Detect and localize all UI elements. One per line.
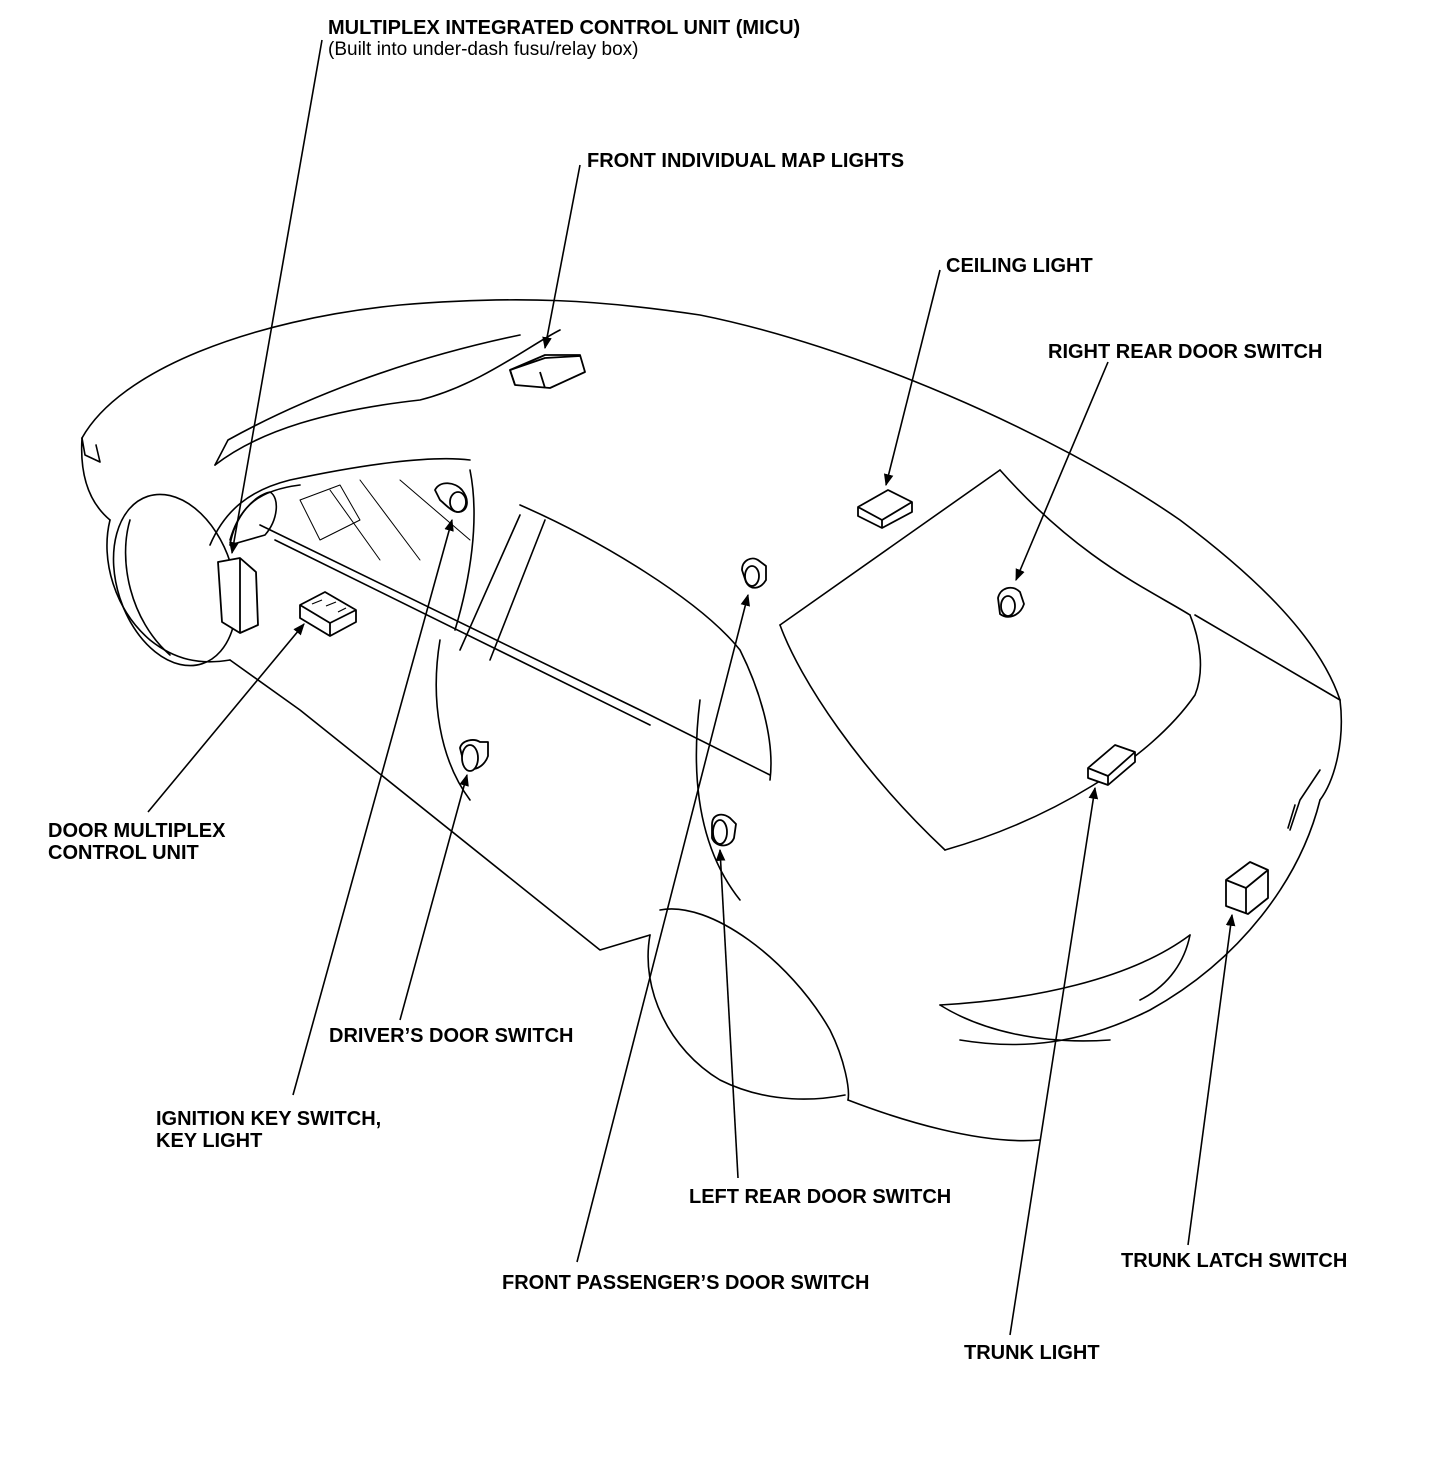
micu-unit-shape: [218, 558, 258, 633]
leader-lines: [148, 40, 1236, 1335]
ceiling-light-label: CEILING LIGHT: [946, 255, 1093, 277]
micu-label: MULTIPLEX INTEGRATED CONTROL UNIT (MICU)…: [328, 17, 800, 61]
ignition-leader: [293, 518, 454, 1095]
trunk-light-shape: [1088, 745, 1135, 785]
door-multiplex-label-line1: DOOR MULTIPLEX: [48, 820, 226, 842]
trunk-light-leader: [1010, 786, 1099, 1335]
car-body: [82, 300, 1342, 1141]
door-multiplex-label: DOOR MULTIPLEX CONTROL UNIT: [48, 820, 225, 864]
micu-leader: [229, 40, 322, 555]
components: [218, 355, 1268, 914]
trunk-latch-leader: [1188, 913, 1236, 1245]
front-passenger-leader: [577, 593, 750, 1262]
left-rear-leader: [715, 848, 738, 1178]
micu-label-subtitle: (Built into under-dash fusu/relay box): [328, 39, 639, 60]
trunk-latch-switch-shape: [1226, 862, 1268, 914]
drivers-door-switch-shape: [460, 740, 488, 771]
front-map-lights-shape: [510, 355, 585, 388]
ceiling-light-leader: [883, 270, 940, 487]
right-rear-door-switch-label: RIGHT REAR DOOR SWITCH: [1048, 341, 1323, 363]
front-passenger-door-switch-shape: [742, 558, 766, 587]
trunk-latch-switch-label: TRUNK LATCH SWITCH: [1121, 1250, 1348, 1272]
ceiling-light-shape: [858, 490, 912, 528]
front-passenger-door-switch-label: FRONT PASSENGER’S DOOR SWITCH: [502, 1272, 870, 1294]
door-multiplex-leader: [148, 623, 305, 812]
ignition-label-line2: KEY LIGHT: [156, 1130, 263, 1152]
door-multiplex-unit-shape: [300, 592, 356, 636]
ignition-label-line1: IGNITION KEY SWITCH,: [156, 1108, 382, 1130]
drivers-door-leader: [400, 773, 469, 1020]
ignition-key-switch-shape: [435, 483, 467, 512]
left-rear-door-switch-label: LEFT REAR DOOR SWITCH: [689, 1186, 952, 1208]
map-lights-leader: [542, 165, 580, 350]
micu-label-title: MULTIPLEX INTEGRATED CONTROL UNIT (MICU): [328, 17, 801, 39]
ignition-key-switch-label: IGNITION KEY SWITCH, KEY LIGHT: [156, 1108, 381, 1152]
front-map-lights-label: FRONT INDIVIDUAL MAP LIGHTS: [587, 150, 905, 172]
trunk-light-label: TRUNK LIGHT: [964, 1342, 1100, 1364]
door-multiplex-label-line2: CONTROL UNIT: [48, 842, 199, 864]
drivers-door-switch-label: DRIVER’S DOOR SWITCH: [329, 1025, 574, 1047]
right-rear-door-switch-shape: [998, 588, 1024, 617]
left-rear-door-switch-shape: [712, 815, 736, 846]
right-rear-leader: [1016, 362, 1108, 582]
